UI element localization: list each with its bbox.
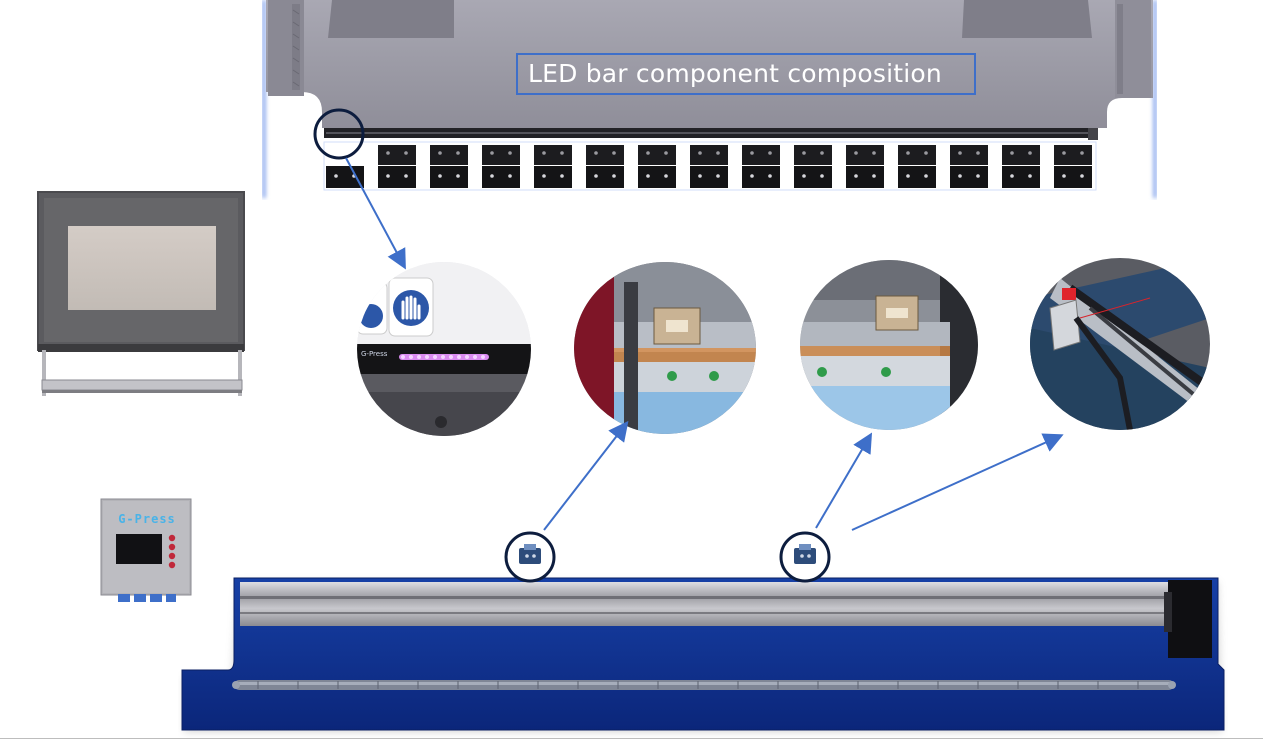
bottom-divider: [0, 738, 1263, 739]
g-press-logo-text: G-Press: [118, 512, 176, 526]
arrow-to-photo-3: [815, 432, 873, 529]
photo-clamp-connector-left: [574, 262, 756, 434]
photo-led-strip-closeup: G-Press: [357, 262, 531, 436]
photo-brand-text: G-Press: [361, 350, 388, 358]
photo-3d-model-sensor: [1030, 258, 1210, 430]
press-brake-upper-beam: [262, 0, 1157, 200]
hmi-monitor: [36, 190, 248, 402]
photo-clamp-connector-right: [800, 260, 978, 430]
arrow-to-photo-4: [851, 433, 1064, 531]
led-bar-assembly: [178, 572, 1228, 738]
g-press-control-box: [100, 498, 192, 604]
arrow-to-photo-2: [543, 420, 629, 531]
diagram-title: LED bar component composition: [516, 53, 976, 95]
